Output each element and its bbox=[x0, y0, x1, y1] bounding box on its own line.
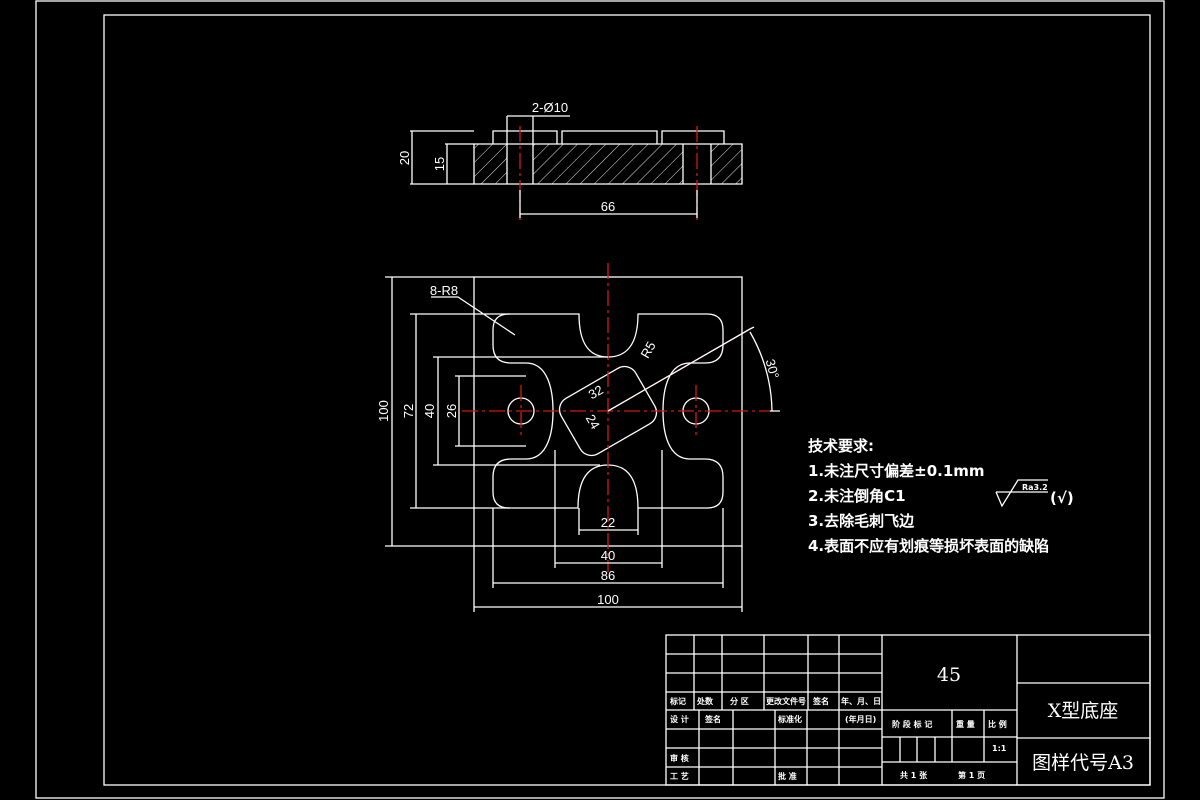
dim-100-v: 100 bbox=[376, 400, 391, 422]
dim-24: 24 bbox=[583, 412, 603, 432]
dim-40-h: 40 bbox=[601, 548, 615, 563]
requirement-item: 1.未注尺寸偏差±0.1mm bbox=[808, 462, 985, 480]
scale-value: 1:1 bbox=[992, 744, 1007, 753]
process-label: 工 艺 bbox=[670, 771, 689, 781]
roughness-symbol-icon bbox=[995, 479, 1048, 508]
header-date: 年、月、日 bbox=[841, 696, 881, 706]
title-block: 标记 处数 分 区 更改文件号 签名 年、月、日 设 计 签名 标准化 (年月日… bbox=[665, 634, 1151, 786]
header-signature: 签名 bbox=[812, 696, 829, 706]
fillet-label: 8-R8 bbox=[430, 283, 458, 298]
dim-72: 72 bbox=[401, 404, 416, 418]
header-change-doc: 更改文件号 bbox=[766, 696, 806, 706]
review-label: 审 核 bbox=[670, 753, 689, 763]
dim-26: 26 bbox=[444, 404, 459, 418]
header-zone: 分 区 bbox=[730, 696, 749, 706]
design-label: 设 计 bbox=[670, 714, 689, 724]
roughness-other: (√) bbox=[1050, 489, 1074, 507]
material: 45 bbox=[937, 664, 961, 686]
dim-22: 22 bbox=[601, 515, 615, 530]
requirement-item: 4.表面不应有划痕等损坏表面的缺陷 bbox=[808, 537, 1049, 555]
dim-32: 32 bbox=[586, 382, 606, 402]
dim-66: 66 bbox=[601, 199, 615, 214]
standardization-label: 标准化 bbox=[777, 714, 802, 724]
technical-requirements: 技术要求: 1.未注尺寸偏差±0.1mm 2.未注倒角C1 3.去除毛刺飞边 4… bbox=[808, 437, 1074, 555]
stage-mark-label: 阶 段 标 记 bbox=[892, 719, 932, 729]
date-label: (年月日) bbox=[845, 714, 876, 724]
roughness-value: Ra3.2 bbox=[1022, 483, 1048, 492]
part-name: X型底座 bbox=[1048, 700, 1119, 722]
plan-view: 8-R8 100 72 40 26 22 40 86 100 32 24 R5 … bbox=[376, 263, 782, 612]
x-shape-outline bbox=[492, 313, 724, 509]
weight-label: 重 量 bbox=[956, 719, 975, 729]
signature-label: 签名 bbox=[704, 714, 721, 724]
header-count: 处数 bbox=[696, 696, 714, 706]
dim-angle: 30° bbox=[763, 357, 783, 380]
dim-20: 20 bbox=[397, 151, 412, 165]
dim-r5: R5 bbox=[637, 339, 658, 361]
section-view: 2-Ø10 20 15 66 bbox=[397, 100, 743, 220]
dim-86: 86 bbox=[601, 568, 615, 583]
requirement-item: 3.去除毛刺飞边 bbox=[808, 512, 915, 530]
approve-label: 批 准 bbox=[778, 771, 797, 781]
requirement-item: 2.未注倒角C1 bbox=[808, 487, 906, 505]
header-mark: 标记 bbox=[669, 696, 686, 706]
dim-100-h: 100 bbox=[597, 592, 619, 607]
sheet-count: 共 1 张 bbox=[900, 770, 928, 780]
hole-label: 2-Ø10 bbox=[532, 100, 568, 115]
dim-40-v: 40 bbox=[422, 404, 437, 418]
dim-15: 15 bbox=[432, 157, 447, 171]
drawing-frame bbox=[35, 0, 1165, 799]
drawing-code: 图样代号A3 bbox=[1032, 752, 1134, 774]
scale-label: 比 例 bbox=[988, 719, 1007, 729]
sheet-number: 第 1 页 bbox=[958, 770, 985, 780]
requirements-title: 技术要求: bbox=[808, 437, 874, 455]
